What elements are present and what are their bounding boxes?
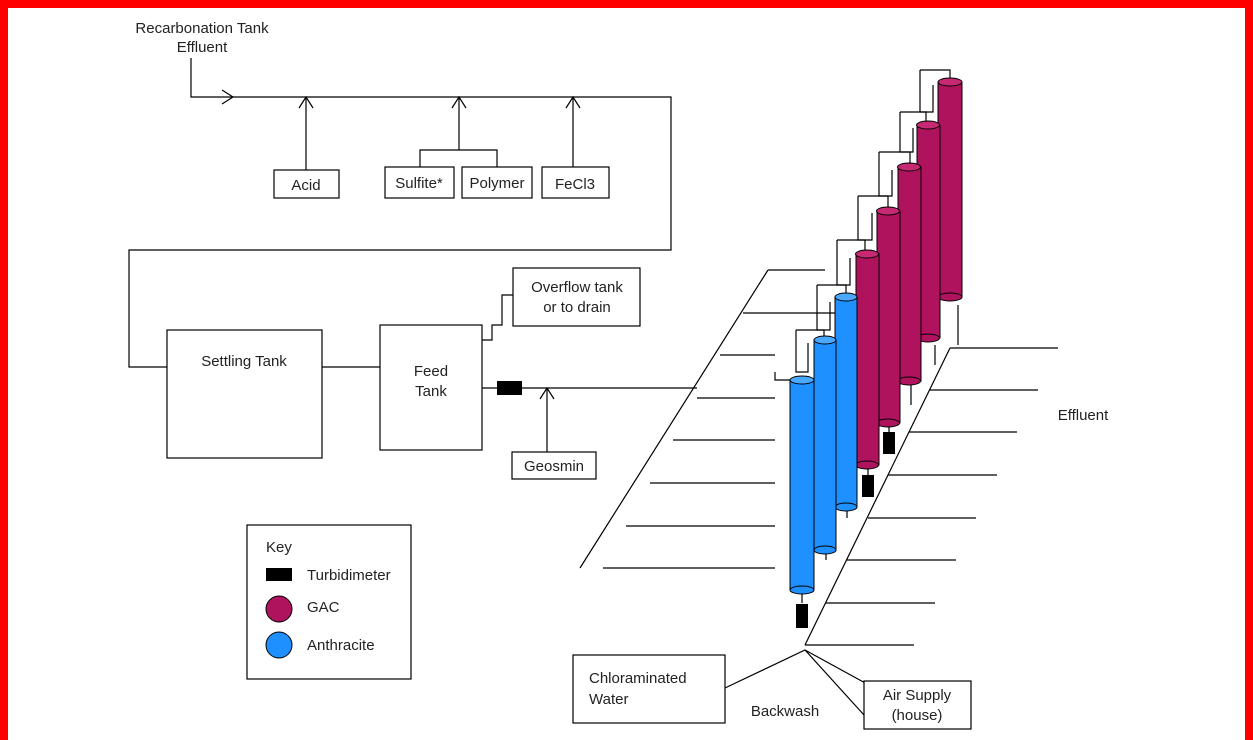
arrow-icon [565,95,581,109]
influent-manifold [579,269,848,569]
key-title: Key [266,539,292,556]
turbidimeter-icon [862,475,874,497]
arrow-icon [298,95,314,109]
polymer-label: Polymer [469,175,524,192]
column-icon [897,162,922,386]
column-icon [937,77,963,302]
overflow-label-line1: Overflow tank [531,279,623,296]
turbidimeter-icon [883,432,895,454]
key-turbidimeter-label: Turbidimeter [307,567,391,584]
outlet-turbidimeters [796,432,895,628]
air-supply-label-line2: (house) [892,707,943,724]
gac-swatch-icon [265,595,293,623]
inlet-label-line1: Recarbonation Tank [135,20,269,37]
column-icon [834,292,858,512]
geosmin-label: Geosmin [524,458,584,475]
column-icon [813,335,837,555]
overflow-label-line2: or to drain [543,299,611,316]
geosmin-box [511,451,597,480]
column-icon [916,120,941,343]
turbidimeter-icon [796,604,808,628]
turbidimeter-icon [497,381,522,395]
inlet-label-line2: Effluent [177,39,228,56]
inlet-pipe [128,58,672,368]
column-icon [855,249,880,470]
air-supply-box [863,680,972,730]
feed-tank [379,324,483,451]
settling-tank [166,329,323,459]
sulfite-label: Sulfite* [395,175,443,192]
anthracite-swatch-icon [265,631,293,659]
effluent-manifold [804,347,1058,646]
turbidimeter-icon [266,568,292,581]
acid-box [273,169,340,199]
arrow-icon [539,386,555,400]
feed-tank-label-line1: Feed [414,363,448,380]
air-supply-label-line1: Air Supply [883,687,952,704]
key-gac-label: GAC [307,599,340,616]
overflow-box [512,267,641,327]
backwash-label: Backwash [751,703,819,720]
arrow-icon [451,95,467,109]
fecl3-box [541,166,610,199]
anthracite-columns [789,292,858,595]
acid-label: Acid [291,177,320,194]
key-anthracite-label: Anthracite [307,637,375,654]
chloraminated-water-box [572,654,726,724]
column-outlet-stems [801,305,959,603]
chloraminated-label-line1: Chloraminated [589,670,687,687]
chloraminated-label-line2: Water [589,691,628,708]
sulfite-box [384,166,455,199]
effluent-label: Effluent [1058,407,1109,424]
backwash-lines [724,649,868,716]
polymer-box [461,166,533,199]
column-icon [789,375,815,595]
settling-tank-label: Settling Tank [201,353,287,370]
column-inlet-pipes [774,69,951,381]
fecl3-label: FeCl3 [555,176,595,193]
arrow-icon [221,89,235,105]
column-icon [876,206,901,428]
feed-tank-label-line2: Tank [415,383,447,400]
gac-columns [855,77,963,470]
sulfite-polymer-feed-line [419,97,498,167]
overflow-pipe [482,294,513,341]
